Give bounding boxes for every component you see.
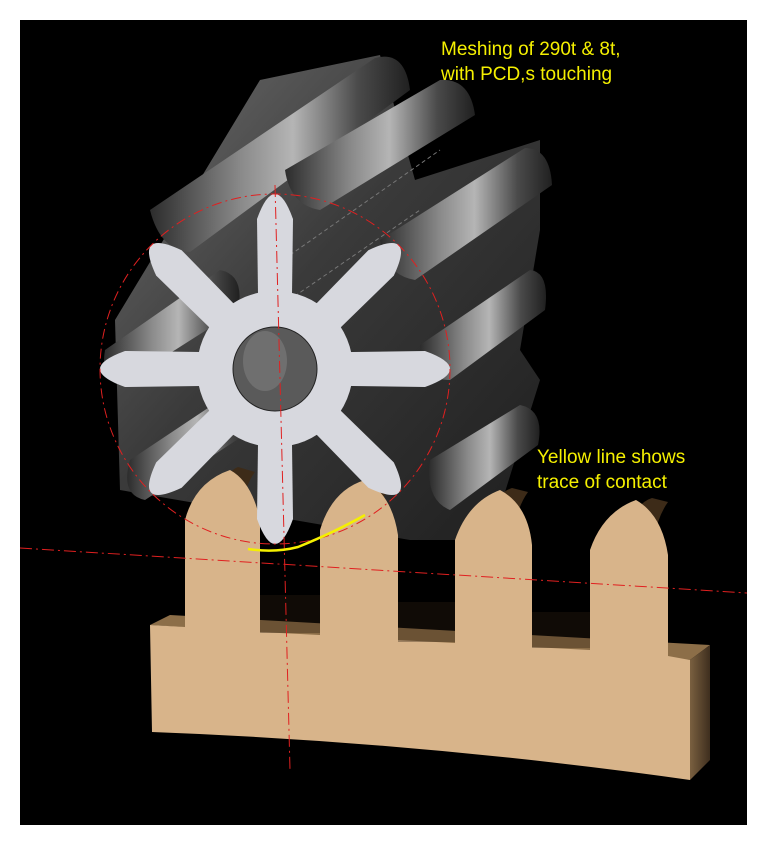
pinion-ridge xyxy=(150,56,410,252)
pinion-hidden-edge xyxy=(259,209,421,321)
pinion-bore-highlight xyxy=(243,331,287,391)
pinion-ridge xyxy=(420,270,546,380)
pinion-front-face xyxy=(99,193,451,545)
meshing-annotation-line2: with PCD,s touching xyxy=(441,64,613,85)
rack-right-side xyxy=(690,645,710,780)
pinion-ridge xyxy=(429,405,540,510)
pinion-ridge xyxy=(285,79,475,210)
contact-trace-annotation-line2: trace of contact xyxy=(537,472,667,493)
pinion-bore xyxy=(232,326,318,412)
rack-top-face xyxy=(150,615,710,660)
contact-trace-line xyxy=(247,513,366,552)
rack-gap xyxy=(260,595,320,633)
rack-gap xyxy=(532,612,590,648)
cad-viewport: Meshing of 290t & 8t, with PCD,s touchin… xyxy=(20,20,747,825)
gear-rack-drawing xyxy=(20,55,747,780)
meshing-annotation: Meshing of 290t & 8t, with PCD,s touchin… xyxy=(441,37,621,87)
vertical-centerline xyxy=(274,184,291,771)
meshing-annotation-line1: Meshing of 290t & 8t, xyxy=(441,39,621,60)
contact-trace-annotation: Yellow line shows trace of contact xyxy=(537,445,685,495)
rack-front-face xyxy=(150,470,690,780)
pinion-hidden-edge xyxy=(289,149,441,256)
pinion-ridge xyxy=(380,148,552,280)
horizontal-centerline xyxy=(20,547,747,594)
contact-trace-annotation-line1: Yellow line shows xyxy=(537,447,686,468)
rack-gap xyxy=(398,602,455,642)
